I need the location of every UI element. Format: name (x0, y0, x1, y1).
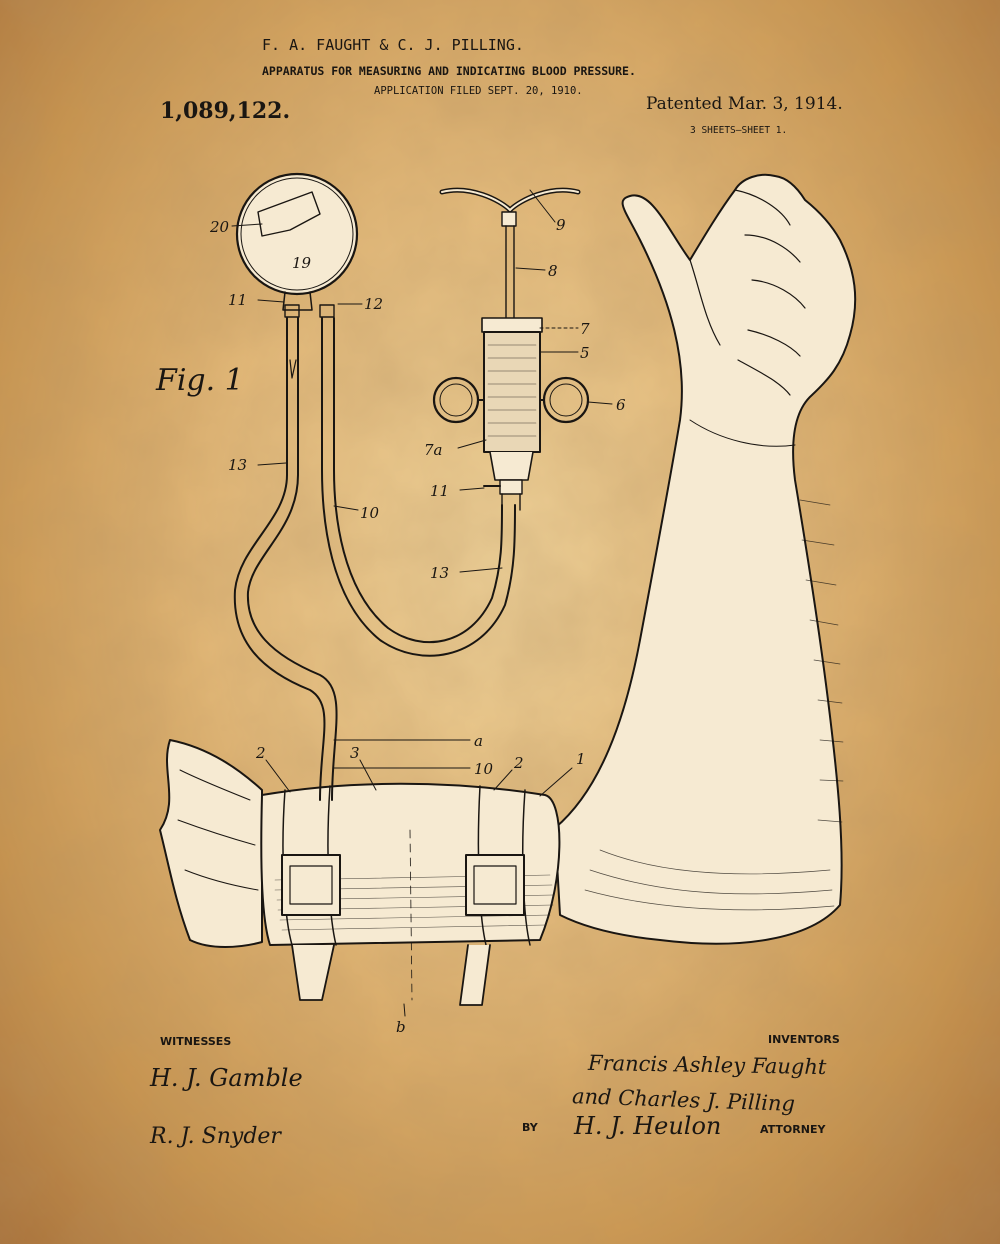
figure-label: Fig. 1 (155, 363, 244, 398)
ref-13: 13 (228, 456, 247, 474)
inventors-heading: INVENTORS (768, 1033, 840, 1046)
tubing (233, 317, 516, 801)
ref-2-left: 2 (255, 744, 266, 762)
ref-12: 12 (364, 295, 383, 313)
ref-20: 20 (209, 218, 230, 236)
pressure-gauge (235, 172, 359, 318)
ref-10-cuff: 10 (474, 760, 494, 778)
ref-3: 3 (350, 744, 360, 762)
patent-title: APPARATUS FOR MEASURING AND INDICATING B… (262, 64, 636, 78)
ref-11-pump: 11 (430, 482, 449, 500)
ref-9: 9 (556, 216, 566, 234)
ref-b: b (396, 1018, 406, 1036)
attorney-signature: H. J. Heulon (574, 1112, 722, 1140)
attorney-heading: ATTORNEY (760, 1123, 826, 1136)
ref-1: 1 (576, 750, 586, 768)
sheet-count: 3 SHEETS—SHEET 1. (690, 125, 788, 136)
ref-2-right: 2 (513, 754, 524, 772)
witness-signature-2: R. J. Snyder (150, 1124, 281, 1149)
ref-a: a (474, 732, 483, 750)
ref-13-pump: 13 (430, 564, 449, 582)
ref-7: 7 (580, 320, 590, 338)
ref-6: 6 (616, 396, 626, 414)
pressure-cuff (159, 739, 561, 1006)
inventor-signature-1: Francis Ashley Faught (587, 1050, 827, 1080)
pump-syringe (432, 187, 590, 511)
ref-11: 11 (228, 291, 247, 309)
ref-19: 19 (292, 254, 312, 272)
patented-date: Patented Mar. 3, 1914. (646, 94, 843, 114)
ref-8: 8 (548, 262, 558, 280)
inventors-line: F. A. FAUGHT & C. J. PILLING. (262, 36, 524, 54)
ref-10: 10 (360, 504, 380, 522)
witnesses-heading: WITNESSES (160, 1035, 232, 1048)
leader-lines (231, 189, 613, 1017)
ref-5: 5 (580, 344, 590, 362)
filing-date: APPLICATION FILED SEPT. 20, 1910. (374, 85, 583, 97)
ref-7a: 7a (424, 441, 443, 459)
by-label: BY (522, 1121, 538, 1134)
witness-signature-1: H. J. Gamble (150, 1064, 303, 1092)
patent-number: 1,089,122. (160, 98, 291, 124)
arm-illustration (554, 173, 857, 945)
